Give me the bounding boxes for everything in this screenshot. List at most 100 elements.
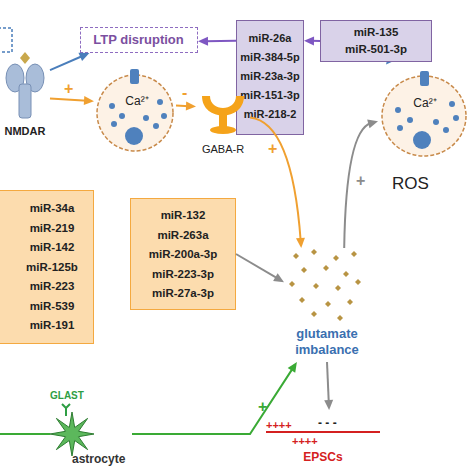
charge-label: - - -	[318, 416, 337, 430]
connector	[198, 37, 236, 46]
node-text: miR-34a miR-219 miR-142 miR-125b miR-223…	[15, 199, 89, 336]
receptor-node: GABA-R	[196, 88, 250, 162]
neuron-cell-shape	[94, 66, 176, 154]
node-text: GLAST	[50, 390, 90, 402]
node-text: miR-26a miR-384-5p miR-23a-3p miR-151-3p…	[237, 29, 303, 124]
neuron-cell-part	[433, 119, 439, 125]
connector-line	[205, 40, 236, 42]
edge-sign: +	[356, 172, 365, 190]
connector	[250, 118, 305, 248]
connector	[304, 36, 320, 45]
glutamate-cluster-part	[333, 255, 339, 261]
neuron-cell-part	[111, 121, 117, 127]
edge-sign: +	[64, 80, 73, 98]
neuron-cell-part	[449, 101, 455, 107]
neuron-cell-part	[407, 117, 413, 123]
neuron-cell-part	[161, 113, 167, 119]
connector	[50, 53, 89, 70]
receptor-node-part	[19, 84, 31, 118]
connector-line	[344, 123, 371, 248]
astrocyte-cell-part	[62, 404, 70, 416]
neuron-cell-part	[413, 131, 431, 149]
neuron-cell-part	[397, 125, 403, 131]
receptor-node-part	[210, 126, 236, 134]
glutamate-cluster-part	[289, 281, 295, 287]
neuron-cell-part	[109, 103, 115, 109]
glutamate-cluster-part	[293, 253, 299, 259]
epsc-trace-part	[266, 431, 380, 433]
connector	[236, 254, 284, 282]
connector-line	[327, 362, 329, 403]
neuron-cell-part	[125, 127, 143, 145]
charge-label: ++++	[266, 419, 292, 432]
connector	[324, 362, 333, 410]
glutamate-cluster-part	[355, 279, 361, 285]
connector	[132, 362, 297, 434]
node-text: miR-132 miR-263a miR-200a-3p miR-223-3p …	[131, 206, 235, 304]
glutamate-cluster-part	[337, 315, 343, 321]
mirna-box: miR-132 miR-263a miR-200a-3p miR-223-3p …	[130, 198, 236, 310]
neuron-cell-part	[420, 71, 429, 86]
neuron-cell: Ca²⁺	[94, 66, 176, 154]
neuron-cell-part	[130, 69, 139, 84]
receptor-node-part	[219, 114, 227, 128]
neuron-cell: Ca²⁺	[378, 66, 470, 158]
receptor-node-part	[20, 52, 30, 64]
glutamate-cluster-part	[313, 283, 319, 289]
neuron-cell-part	[143, 115, 149, 121]
node-text: LTP disruption	[81, 28, 196, 51]
glutamate-cluster-part	[301, 267, 307, 273]
node-text: astrocyte	[72, 452, 134, 467]
arrowhead	[273, 273, 284, 282]
arrowhead	[198, 37, 208, 46]
edge-sign: +	[258, 398, 267, 416]
glutamate-cluster-part	[311, 249, 317, 255]
glutamate-cluster: glutamate imbalance	[284, 248, 370, 362]
arrowhead	[304, 36, 314, 45]
astrocyte-cell: GLAST astrocyte	[36, 390, 132, 470]
connector-line	[50, 99, 87, 101]
mirna-box: miR-34a miR-219 miR-142 miR-125b miR-223…	[0, 190, 94, 344]
node-text: glutamate imbalance	[280, 326, 374, 358]
node-text: EPSCs	[262, 450, 384, 464]
node-text: Ca²⁺	[120, 94, 154, 108]
connector	[176, 102, 196, 111]
arrowhead	[367, 120, 378, 129]
connector	[50, 96, 94, 105]
glutamate-cluster-part	[343, 271, 349, 277]
glutamate-cluster-part	[325, 301, 331, 307]
arrowhead	[78, 53, 89, 61]
glutamate-cluster-part	[299, 297, 305, 303]
glutamate-cluster-part	[323, 265, 329, 271]
neuron-cell-part	[382, 76, 466, 156]
neuron-cell-part	[443, 127, 449, 133]
mirna-box: miR-26a miR-384-5p miR-23a-3p miR-151-3p…	[236, 20, 304, 135]
neuron-cell-part	[153, 123, 159, 129]
astrocyte-wire	[0, 433, 50, 435]
connector-line	[50, 56, 83, 70]
glutamate-cluster-part	[335, 285, 341, 291]
node-text: miR-135 miR-501-3p	[321, 24, 431, 58]
arrowhead	[296, 238, 305, 248]
outcome-box: LTP disruption	[80, 27, 198, 53]
node-text: NMDAR	[0, 124, 50, 138]
glutamate-cluster-part	[347, 299, 353, 305]
neuron-cell-shape	[378, 66, 470, 158]
neuron-cell-part	[97, 75, 173, 151]
neuron-cell-part	[395, 107, 401, 113]
neuron-cell-part	[157, 99, 163, 105]
mirna-box: miR-135 miR-501-3p	[320, 20, 432, 62]
ros-label: ROS	[392, 174, 429, 193]
edge-sign: -	[182, 84, 187, 102]
connector-line	[250, 118, 301, 241]
neuron-cell-part	[453, 115, 459, 121]
node-text: GABA-R	[188, 142, 258, 156]
charge-label: ++++	[292, 435, 318, 448]
astrocyte-cell-part	[50, 412, 94, 456]
connector	[344, 120, 378, 248]
edge-sign: +	[268, 140, 277, 158]
arrowhead	[324, 400, 333, 410]
glutamate-cluster-part	[351, 251, 357, 257]
neuron-cell-part	[119, 113, 125, 119]
